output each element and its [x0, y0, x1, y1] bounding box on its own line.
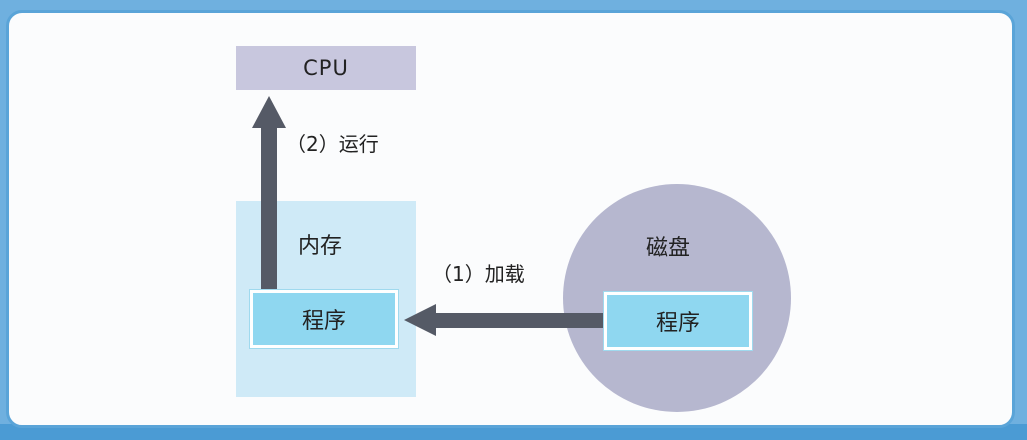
cpu-label: CPU: [303, 56, 349, 80]
disk-program-label: 程序: [655, 311, 700, 336]
run-step-label: （2）运行: [286, 132, 379, 156]
load-step-label: （1）加载: [432, 262, 525, 286]
memory-label: 内存: [298, 234, 343, 259]
disk-label: 磁盘: [646, 236, 691, 261]
bottom-strip: [0, 424, 1027, 440]
memory-program-label: 程序: [301, 309, 346, 334]
cpu-box: CPU: [236, 46, 416, 90]
run-arrow-head: [252, 96, 286, 128]
memory-program-box: 程序: [250, 290, 398, 348]
load-arrow-head: [404, 304, 436, 336]
disk-program-box: 程序: [604, 292, 752, 350]
run-arrow-shaft: [261, 124, 277, 294]
load-arrow-shaft: [430, 313, 606, 328]
diagram-frame: [6, 10, 1015, 428]
